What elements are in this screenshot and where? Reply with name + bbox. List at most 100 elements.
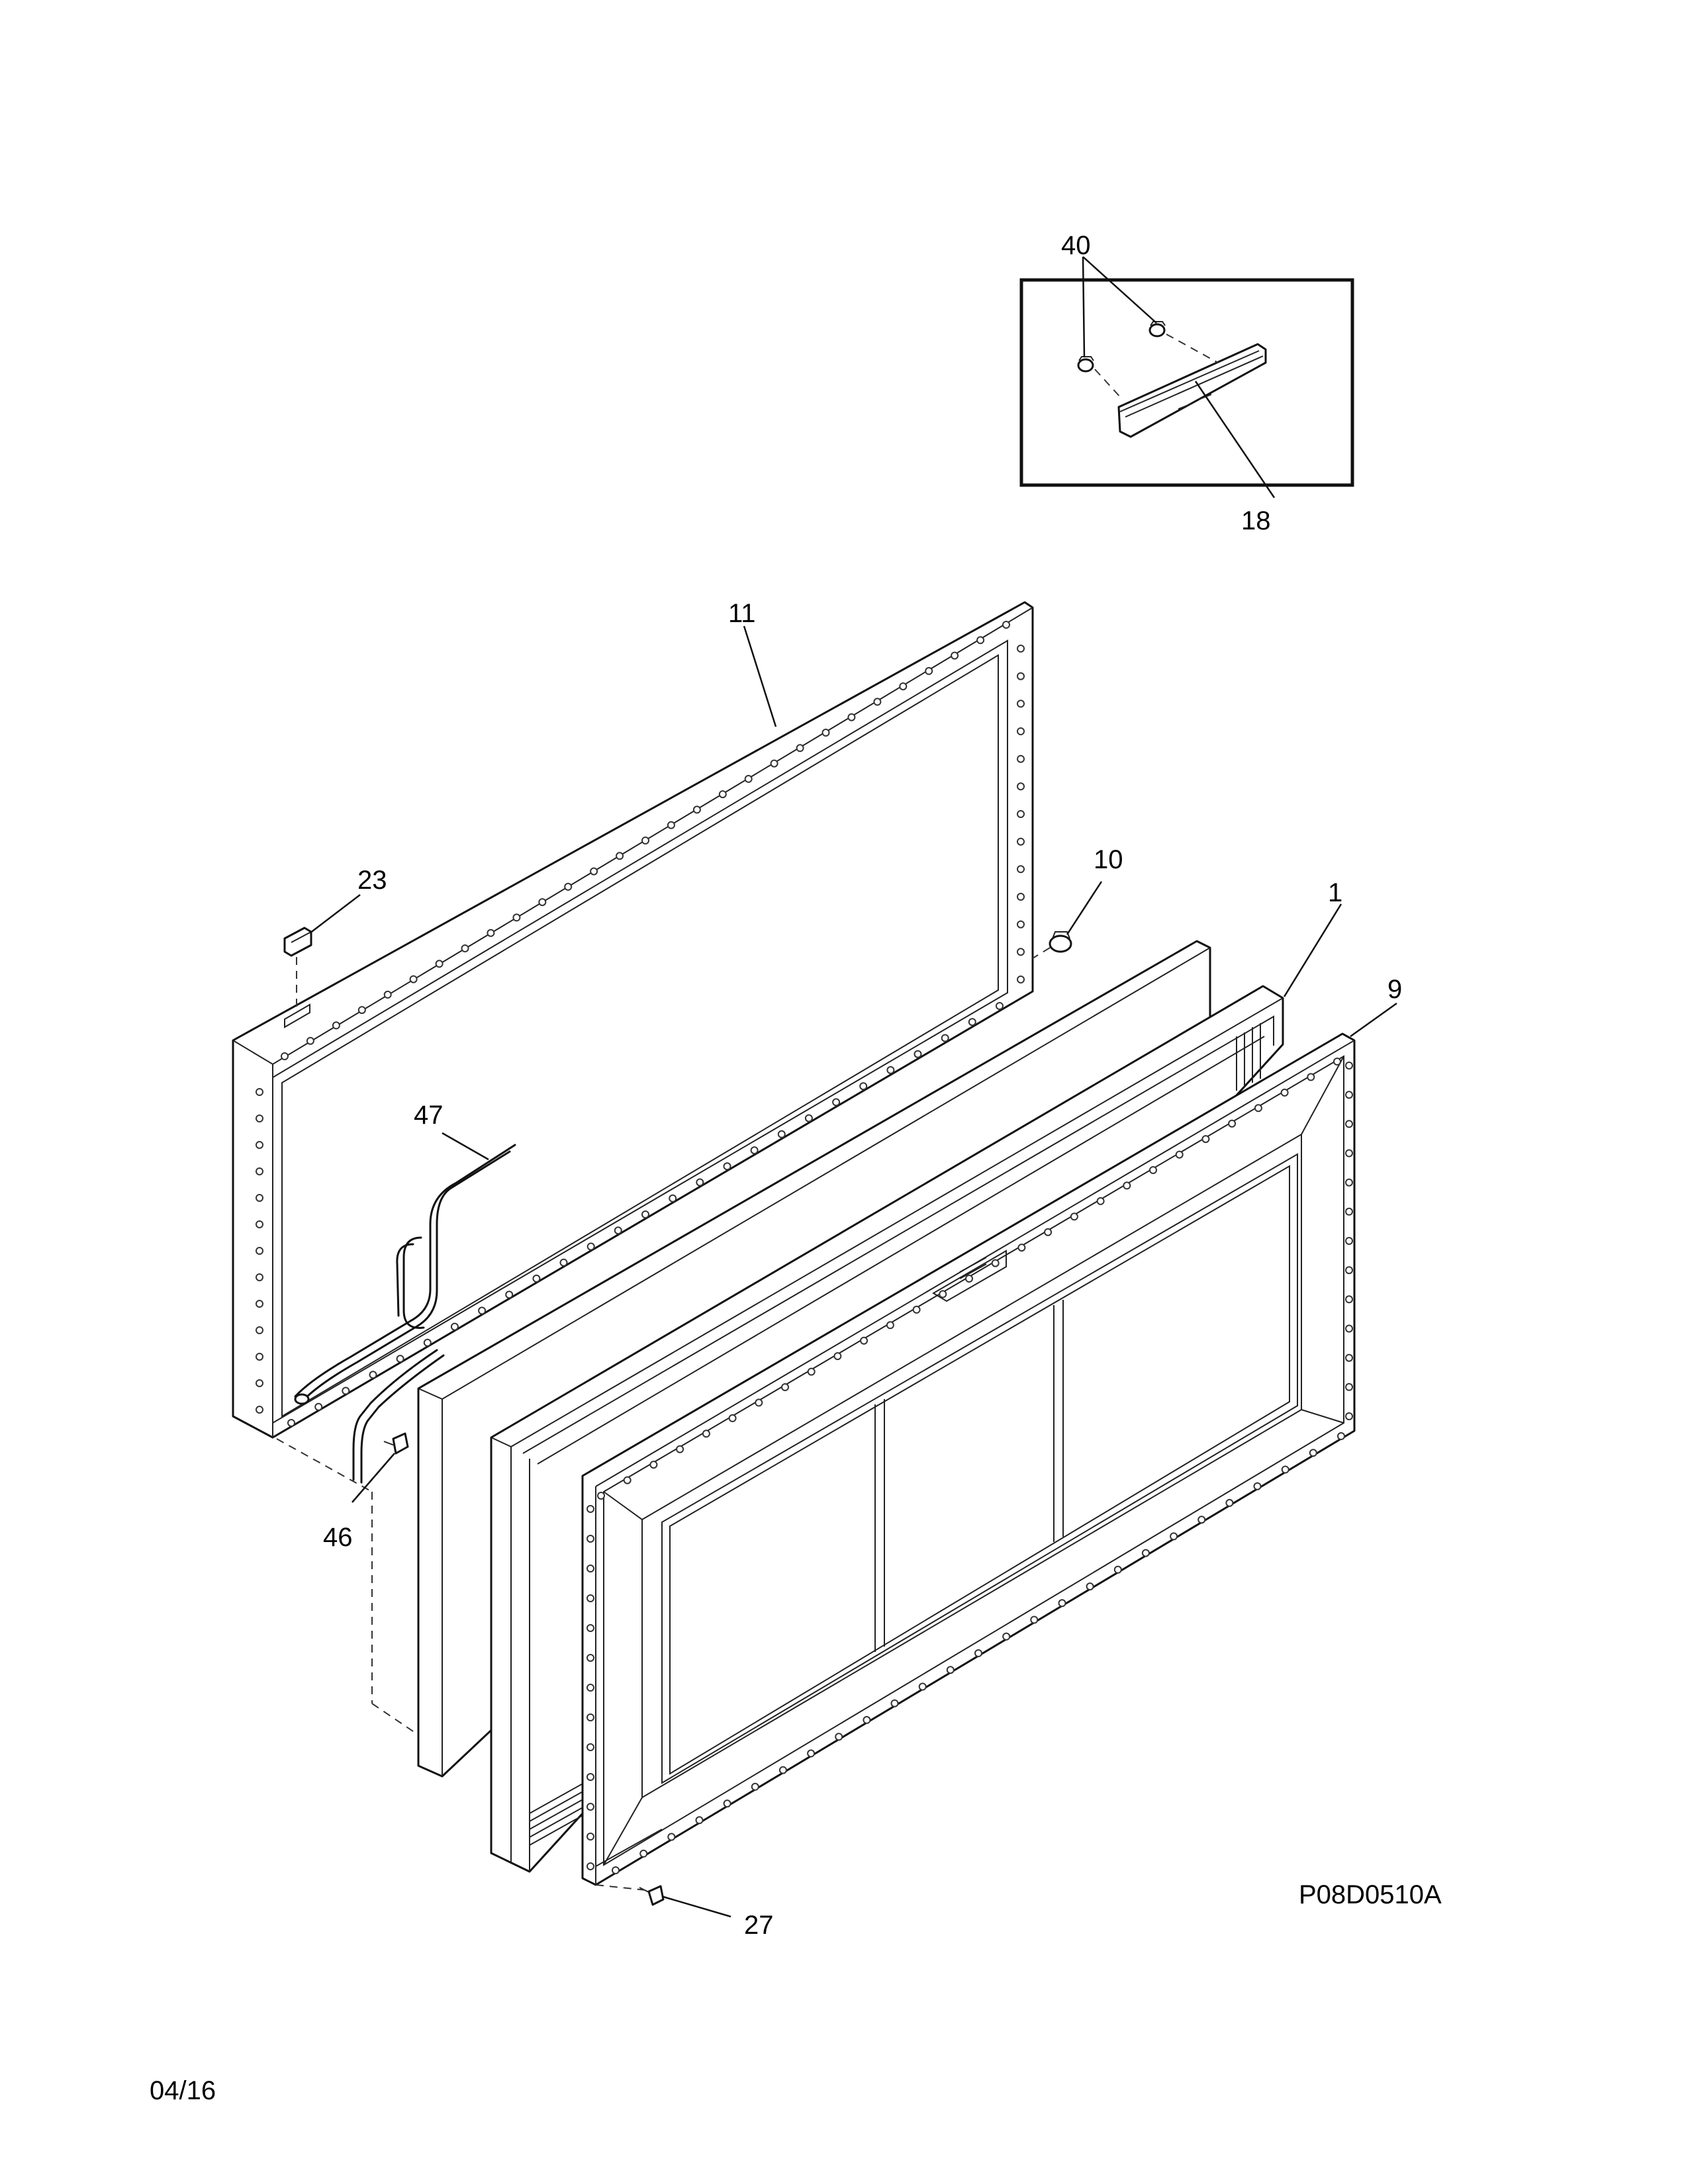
mounting-hole — [586, 1505, 594, 1513]
mounting-hole — [859, 1082, 868, 1091]
mounting-hole — [564, 882, 573, 891]
callout-labels: 40 18 11 23 10 1 9 47 46 27 — [323, 231, 1402, 1940]
mounting-hole — [623, 1476, 632, 1484]
callout-9: 9 — [1387, 975, 1402, 1004]
mounting-hole — [860, 1336, 868, 1345]
mounting-hole — [256, 1141, 263, 1149]
mounting-hole — [847, 713, 856, 721]
callout-18: 18 — [1241, 506, 1271, 535]
callout-46: 46 — [323, 1523, 353, 1552]
mounting-hole — [1086, 1582, 1094, 1591]
mounting-hole — [886, 1066, 895, 1074]
callout-10: 10 — [1094, 845, 1123, 874]
mounting-hole — [728, 1414, 737, 1422]
inset-frame — [1019, 278, 1354, 487]
mounting-hole — [369, 1371, 377, 1379]
mounting-hole — [256, 1247, 263, 1255]
mounting-hole — [314, 1402, 323, 1411]
mounting-hole — [409, 975, 418, 983]
mounting-hole — [1228, 1119, 1237, 1128]
mounting-hole — [1345, 1324, 1353, 1333]
mounting-hole — [1345, 1295, 1353, 1304]
callout-1: 1 — [1328, 878, 1342, 907]
mounting-hole — [1044, 1228, 1053, 1236]
mounting-hole — [832, 1098, 841, 1107]
mounting-hole — [342, 1387, 350, 1395]
mounting-hole — [1017, 920, 1025, 929]
mounting-hole — [807, 1749, 816, 1758]
mounting-hole — [974, 1649, 982, 1657]
latch-clip — [283, 927, 312, 1013]
mounting-hole — [478, 1306, 487, 1315]
mounting-hole — [863, 1715, 871, 1724]
mounting-hole — [1345, 1412, 1353, 1420]
mounting-hole — [256, 1406, 263, 1414]
mounting-hole — [306, 1036, 314, 1045]
mounting-hole — [256, 1115, 263, 1122]
mounting-hole — [968, 1018, 976, 1026]
mounting-hole — [918, 1682, 927, 1691]
mounting-hole — [1281, 1465, 1289, 1474]
mounting-hole — [1149, 1166, 1157, 1174]
mounting-hole — [667, 1833, 676, 1841]
mounting-hole — [1017, 672, 1025, 680]
mounting-hole — [1017, 754, 1025, 763]
mounting-hole — [586, 1833, 594, 1841]
mounting-hole — [899, 682, 908, 691]
mounting-hole — [1017, 782, 1025, 791]
mounting-hole — [586, 1862, 594, 1870]
door-liner-holes — [586, 1058, 1353, 1874]
mounting-hole — [1017, 948, 1025, 956]
mounting-hole — [1175, 1150, 1184, 1159]
mounting-hole — [597, 1492, 605, 1500]
mounting-hole — [912, 1305, 921, 1314]
callout-40: 40 — [1061, 231, 1091, 260]
screw-27 — [639, 1885, 665, 1906]
mounting-hole — [991, 1259, 1000, 1267]
mounting-hole — [256, 1300, 263, 1308]
mounting-hole — [586, 1565, 594, 1572]
hinge-stud — [1032, 931, 1072, 959]
mounting-hole — [487, 929, 495, 937]
mounting-hole — [796, 744, 804, 752]
mounting-hole — [1017, 1244, 1026, 1252]
mounting-hole — [755, 1398, 763, 1407]
mounting-hole — [281, 1052, 289, 1060]
mounting-hole — [256, 1353, 263, 1361]
mounting-hole — [1017, 865, 1025, 874]
mounting-hole — [696, 1178, 704, 1187]
mounting-hole — [586, 1684, 594, 1692]
callout-27: 27 — [744, 1911, 774, 1940]
mounting-hole — [1345, 1237, 1353, 1245]
mounting-hole — [396, 1355, 404, 1363]
mounting-hole — [751, 1782, 759, 1791]
mounting-hole — [835, 1733, 843, 1741]
mounting-hole — [692, 805, 701, 814]
mounting-hole — [939, 1290, 947, 1298]
mounting-hole — [641, 1210, 649, 1218]
mounting-hole — [1307, 1073, 1315, 1081]
mounting-hole — [1017, 645, 1025, 653]
mounting-hole — [1345, 1120, 1353, 1128]
mounting-hole — [890, 1699, 899, 1707]
mounting-hole — [612, 1866, 620, 1874]
mounting-hole — [976, 636, 985, 645]
mounting-hole — [586, 1654, 594, 1662]
mounting-hole — [586, 1624, 594, 1632]
mounting-hole — [1337, 1432, 1345, 1440]
mounting-hole — [1333, 1058, 1341, 1066]
leader-lines — [309, 625, 1397, 1918]
mounting-hole — [1017, 810, 1025, 818]
mounting-hole — [702, 1430, 710, 1438]
mounting-hole — [996, 1002, 1004, 1010]
alignment-lines — [276, 1438, 647, 1891]
callout-47: 47 — [414, 1101, 444, 1130]
mounting-hole — [383, 990, 392, 999]
mounting-hole — [833, 1352, 842, 1361]
mounting-hole — [676, 1445, 684, 1453]
mounting-hole — [1141, 1549, 1150, 1557]
mounting-hole — [1201, 1135, 1210, 1144]
mounting-hole — [256, 1194, 263, 1202]
mounting-hole — [1017, 837, 1025, 846]
